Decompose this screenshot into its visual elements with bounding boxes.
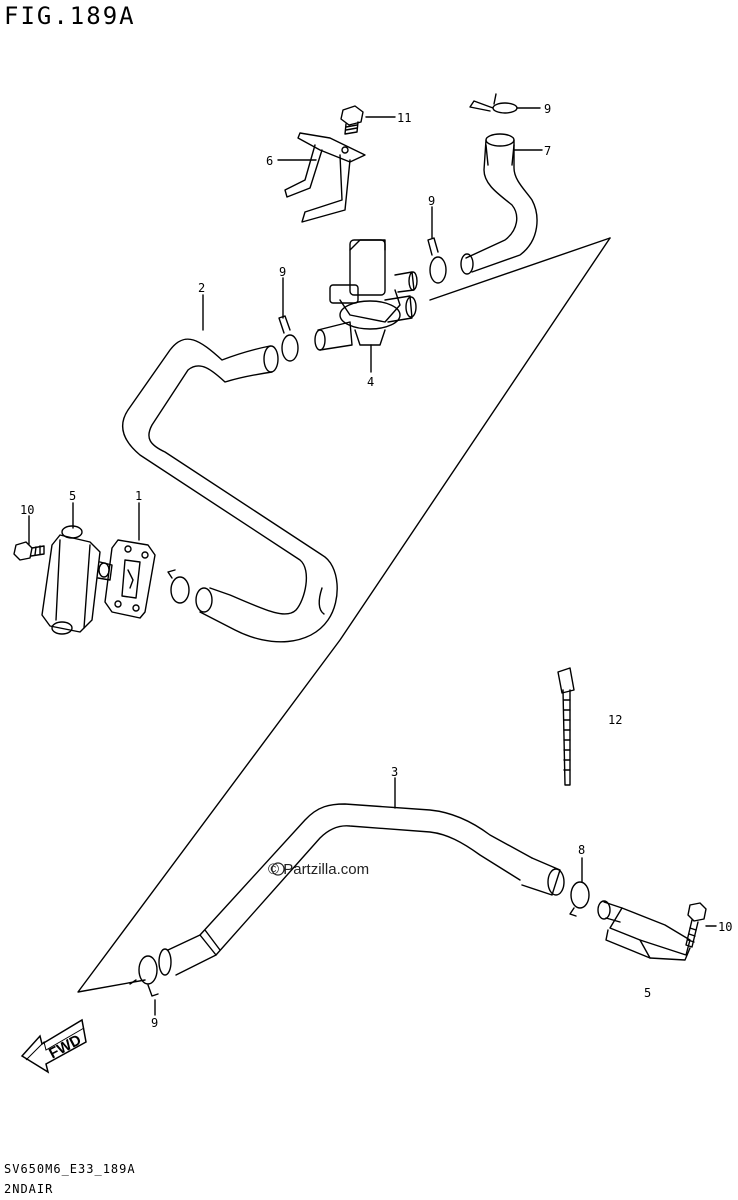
bolt-part-10[interactable]	[685, 902, 707, 948]
callout-10: 10	[718, 920, 732, 934]
callout-4: 4	[367, 375, 374, 389]
cable-tie-part-12[interactable]	[557, 667, 575, 786]
callout-9: 9	[279, 265, 286, 279]
gasket-part-1[interactable]	[104, 539, 156, 619]
hose-part-2[interactable]	[121, 338, 338, 643]
valve-part-4[interactable]	[314, 239, 418, 351]
callout-5: 5	[644, 986, 651, 1000]
callout-8: 8	[578, 843, 585, 857]
callout-12: 12	[608, 713, 622, 727]
hose-part-7[interactable]	[460, 133, 538, 275]
callout-11: 11	[397, 111, 411, 125]
clamp-part-9[interactable]	[129, 955, 159, 997]
clamp-part-9[interactable]	[167, 569, 190, 604]
hose-part-3[interactable]	[158, 803, 565, 976]
callout-5: 5	[69, 489, 76, 503]
callout-9: 9	[428, 194, 435, 208]
callout-3: 3	[391, 765, 398, 779]
forward-arrow-icon	[20, 1018, 87, 1074]
callout-6: 6	[266, 154, 273, 168]
callout-10: 10	[20, 503, 34, 517]
diagram-code: SV650M6_E33_189A	[4, 1162, 136, 1176]
clamp-part-9[interactable]	[469, 93, 518, 114]
callout-9: 9	[544, 102, 551, 116]
callout-1: 1	[135, 489, 142, 503]
bolt-part-11[interactable]	[340, 105, 364, 135]
clamp-part-8[interactable]	[569, 881, 590, 917]
section-name: 2NDAIR	[4, 1182, 54, 1196]
clamp-part-9[interactable]	[427, 237, 447, 284]
section-divider-line	[429, 237, 611, 301]
section-divider-line	[77, 237, 611, 993]
callout-9: 9	[151, 1016, 158, 1030]
clamp-part-9[interactable]	[278, 315, 299, 362]
callout-2: 2	[198, 281, 205, 295]
cover-part-5[interactable]	[41, 525, 113, 635]
watermark-text: © Partzilla.com	[268, 861, 369, 878]
watermark-marker	[271, 862, 285, 876]
forward-direction-badge: FWD	[20, 1018, 87, 1074]
callout-7: 7	[544, 144, 551, 158]
bolt-part-10[interactable]	[13, 541, 45, 561]
figure-title: FIG.189A	[4, 2, 136, 30]
cover-part-5[interactable]	[597, 900, 691, 961]
bracket-part-6[interactable]	[284, 132, 366, 223]
